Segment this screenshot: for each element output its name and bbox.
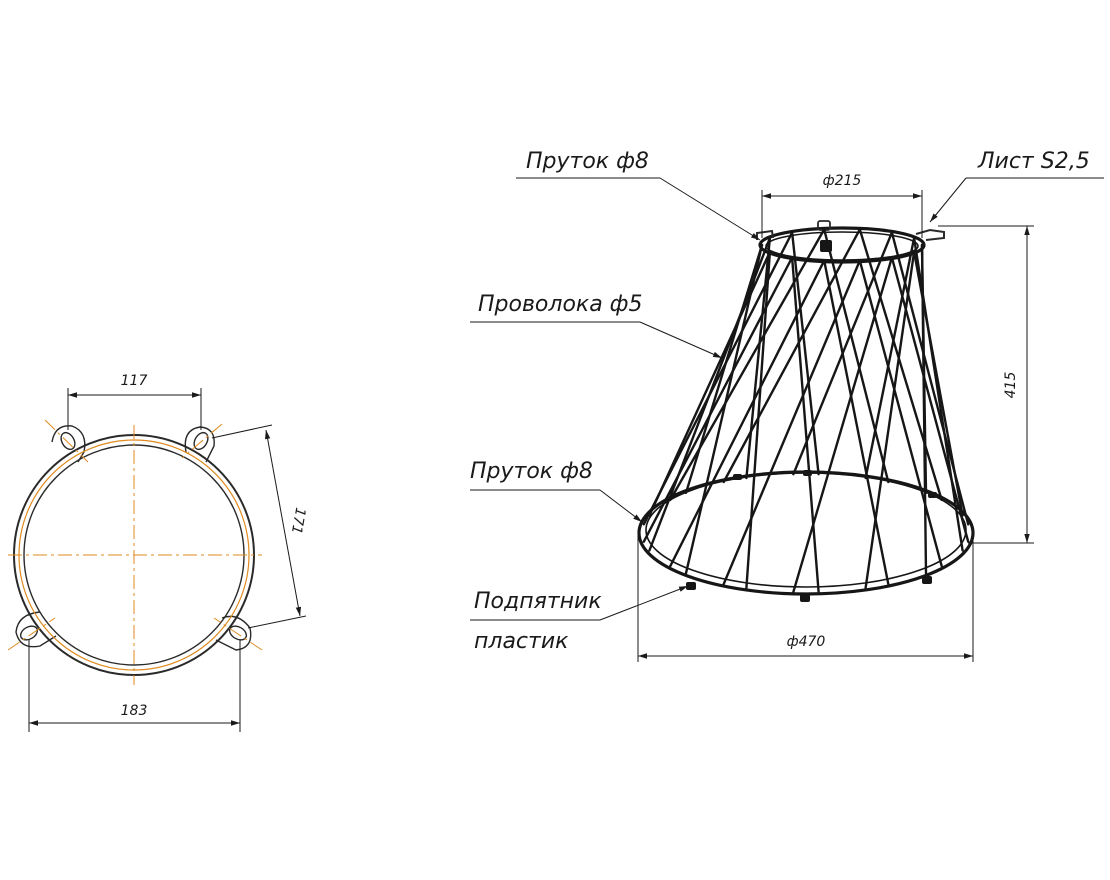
callout-sheet-label: Лист S2,5 (977, 149, 1090, 174)
frame-view (637, 220, 975, 602)
plan-view: 117 171 183 (7, 373, 308, 732)
frame-wire-strut (858, 259, 943, 568)
frame-wire-strut (890, 231, 970, 526)
frame-wire-strut (823, 259, 890, 586)
dimension-plan-171-label: 171 (288, 506, 308, 535)
dimension-plan-171: 171 (211, 424, 308, 629)
frame-wire-strut (858, 228, 943, 502)
plan-lug-top-left (51, 425, 86, 463)
frame-wire-strut (722, 228, 861, 484)
frame-wire-strut (642, 256, 794, 543)
frame-wire-strut (792, 231, 894, 476)
callout-glide-label-line1: Подпятник (474, 589, 602, 614)
frame-wire-strut (890, 256, 970, 543)
plan-centerline-lug-tl (44, 419, 89, 463)
callout-wire-label: Проволока ф5 (478, 292, 642, 317)
frame-wire-strut (642, 231, 794, 526)
dimension-top-diameter-label: ф215 (823, 173, 862, 189)
frame-wire-strut (912, 236, 964, 552)
dimension-plan-183: 183 (28, 640, 241, 732)
dimension-bottom-diameter-label: ф470 (787, 634, 826, 650)
callout-glide: Подпятник пластик (470, 585, 689, 654)
plan-centerline-lug-br (213, 617, 263, 651)
frame-wire-strut (669, 228, 826, 502)
frame-wire-strut (790, 231, 820, 476)
frame-wire-strut (669, 259, 826, 568)
callout-rod-bottom: Пруток ф8 (470, 459, 643, 523)
frame-wire-strut (823, 228, 890, 484)
frame-wire-strut (792, 256, 894, 593)
frame-wires (642, 228, 970, 593)
callout-wire: Проволока ф5 (470, 292, 723, 359)
dimension-top-diameter: ф215 (761, 173, 923, 238)
callout-glide-label-line2: пластик (474, 629, 569, 654)
dimension-plan-117: 117 (67, 373, 202, 430)
dimension-height-label: 415 (1003, 372, 1019, 399)
dimension-height: 415 (938, 225, 1034, 544)
dimension-plan-183-label: 183 (121, 703, 148, 719)
frame-bottom-ring-inner (645, 472, 967, 588)
frame-wire-strut (684, 243, 764, 575)
dimension-bottom-diameter: ф470 (637, 530, 974, 662)
plan-lug-bottom-left (15, 611, 57, 648)
callout-rod-top-label: Пруток ф8 (526, 149, 649, 174)
frame-wire-strut (745, 236, 772, 480)
plan-centerline-lug-tr (181, 423, 223, 459)
frame-glide-feet (686, 470, 937, 602)
callout-rod-bottom-label: Пруток ф8 (470, 459, 593, 484)
plan-lug-top-right (184, 426, 215, 463)
callout-rod-top: Пруток ф8 (516, 149, 761, 241)
callout-sheet: Лист S2,5 (929, 149, 1104, 223)
frame-wire-strut (722, 259, 861, 586)
dimension-plan-117-label: 117 (121, 373, 148, 389)
frame-wire-strut (864, 236, 916, 480)
plan-centerline-lug-bl (7, 617, 56, 651)
frame-wire-strut (790, 256, 820, 593)
